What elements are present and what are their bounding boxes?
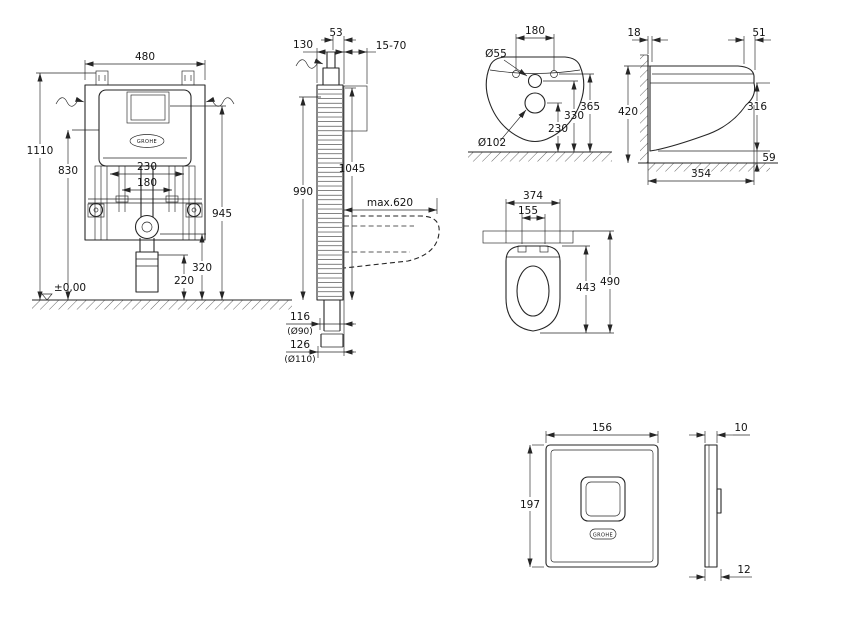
dim-height-230: 230: [548, 123, 568, 135]
dim-outlet-116: 116: [290, 311, 310, 323]
bowl-top-view: 374 155 443 490: [482, 190, 620, 334]
cistern: GROHE: [98, 89, 192, 167]
dim-height-420: 420: [618, 106, 638, 118]
dim-depth-443: 443: [576, 282, 596, 294]
outlet-pipe: [135, 251, 159, 293]
plate-profile: [704, 444, 718, 568]
floor-hatch: [468, 152, 612, 162]
dim-59: 59: [762, 152, 775, 164]
dim-wall-finish-range: 15-70: [376, 40, 407, 52]
dim-frame-height-total: 1110: [27, 145, 54, 157]
label-dia-55: Ø55: [485, 48, 507, 60]
supply-pipe: [322, 51, 340, 86]
dim-height-365: 365: [580, 101, 600, 113]
flush-plate-side-view: 10 12: [689, 422, 752, 581]
dim-height-330: 330: [564, 110, 584, 122]
dim-plate-width-156: 156: [592, 422, 612, 434]
dim-height-1045: 1045: [339, 163, 366, 175]
dim-plate-depth-12: 12: [737, 564, 750, 576]
dim-width-374: 374: [523, 190, 543, 202]
dim-outlet-126: 126: [290, 339, 310, 351]
dim-width-155: 155: [518, 205, 538, 217]
floor-hatch: [648, 163, 770, 172]
floor-hatch: [32, 300, 292, 310]
dim-height-316: 316: [747, 101, 767, 113]
dim-depth-53: 53: [329, 27, 342, 39]
dim-frame-height-830: 830: [58, 165, 78, 177]
wall-hatch: [343, 85, 368, 132]
dim-outlet-dia-90: (Ø90): [287, 326, 313, 337]
plate-brand-text: GROHE: [593, 533, 613, 539]
seat-outline: [505, 245, 561, 332]
level-mark-icon: [41, 293, 53, 301]
bowl-outline: [485, 56, 585, 143]
dim-height-990: 990: [293, 186, 313, 198]
dim-depth-490: 490: [600, 276, 620, 288]
dim-plate-height-197: 197: [520, 499, 540, 511]
wall-bracket-squiggle-left: [55, 96, 85, 107]
plate-brand-pill: [589, 528, 617, 540]
anchor-rods: [87, 166, 203, 218]
dim-51: 51: [752, 27, 765, 39]
dim-height-220: 220: [174, 275, 194, 287]
squiggle-arrow: [295, 58, 324, 69]
phantom-bowl-outline: [343, 215, 440, 269]
fixing-hole-right: [550, 70, 558, 78]
dim-height-945: 945: [212, 208, 232, 220]
dim-depth-130: 130: [293, 39, 313, 51]
flush-plate-front-view: GROHE 156 197: [520, 422, 659, 568]
wall-hatch: [640, 55, 648, 163]
floor-level-label: ±0,00: [54, 282, 86, 294]
label-dia-102: Ø102: [478, 137, 506, 149]
dim-plate-depth-10: 10: [734, 422, 747, 434]
flush-button-inner: [585, 481, 621, 517]
frame-side-view: 53 130 15-70 1045 990 max.620: [284, 27, 440, 365]
inspection-shaft: [126, 91, 170, 124]
dim-gap-18: 18: [627, 27, 640, 39]
dim-max-depth-620: max.620: [367, 197, 413, 209]
flush-button-outer: [580, 476, 626, 522]
bowl-opening: [516, 265, 550, 317]
frame-outline: [84, 70, 206, 241]
button-profile: [716, 488, 722, 514]
dim-depth-354: 354: [691, 168, 711, 180]
dim-rod-spacing-230: 230: [137, 161, 157, 173]
bowl-side-view: 18 51 420 316 59 354: [618, 27, 778, 185]
grohe-logo-text: GROHE: [137, 139, 157, 145]
dim-outlet-dia-110: (Ø110): [284, 354, 315, 365]
drain-pipe: [320, 300, 344, 348]
dim-hole-spacing-180: 180: [525, 25, 545, 37]
bowl-front-view: 180 Ø55 Ø102 365 330 230: [468, 25, 612, 162]
dim-height-320: 320: [192, 262, 212, 274]
hinge-right: [539, 245, 549, 253]
wall-bracket-squiggle-right: [205, 96, 235, 107]
bowl-rim-line: [489, 69, 581, 74]
inlet-hole: [527, 73, 543, 89]
fixing-hole-left: [512, 70, 520, 78]
drain-hole: [524, 92, 546, 114]
dim-rod-spacing-180: 180: [137, 177, 157, 189]
grohe-logo-oval: [129, 134, 165, 148]
wall-hatch-band: [482, 230, 574, 244]
bowl-profile: [649, 65, 756, 152]
dim-frame-width: 480: [135, 51, 155, 63]
hinge-left: [517, 245, 527, 253]
frame-front-view: GROHE 480: [27, 51, 292, 310]
plate-outline: [545, 444, 659, 568]
